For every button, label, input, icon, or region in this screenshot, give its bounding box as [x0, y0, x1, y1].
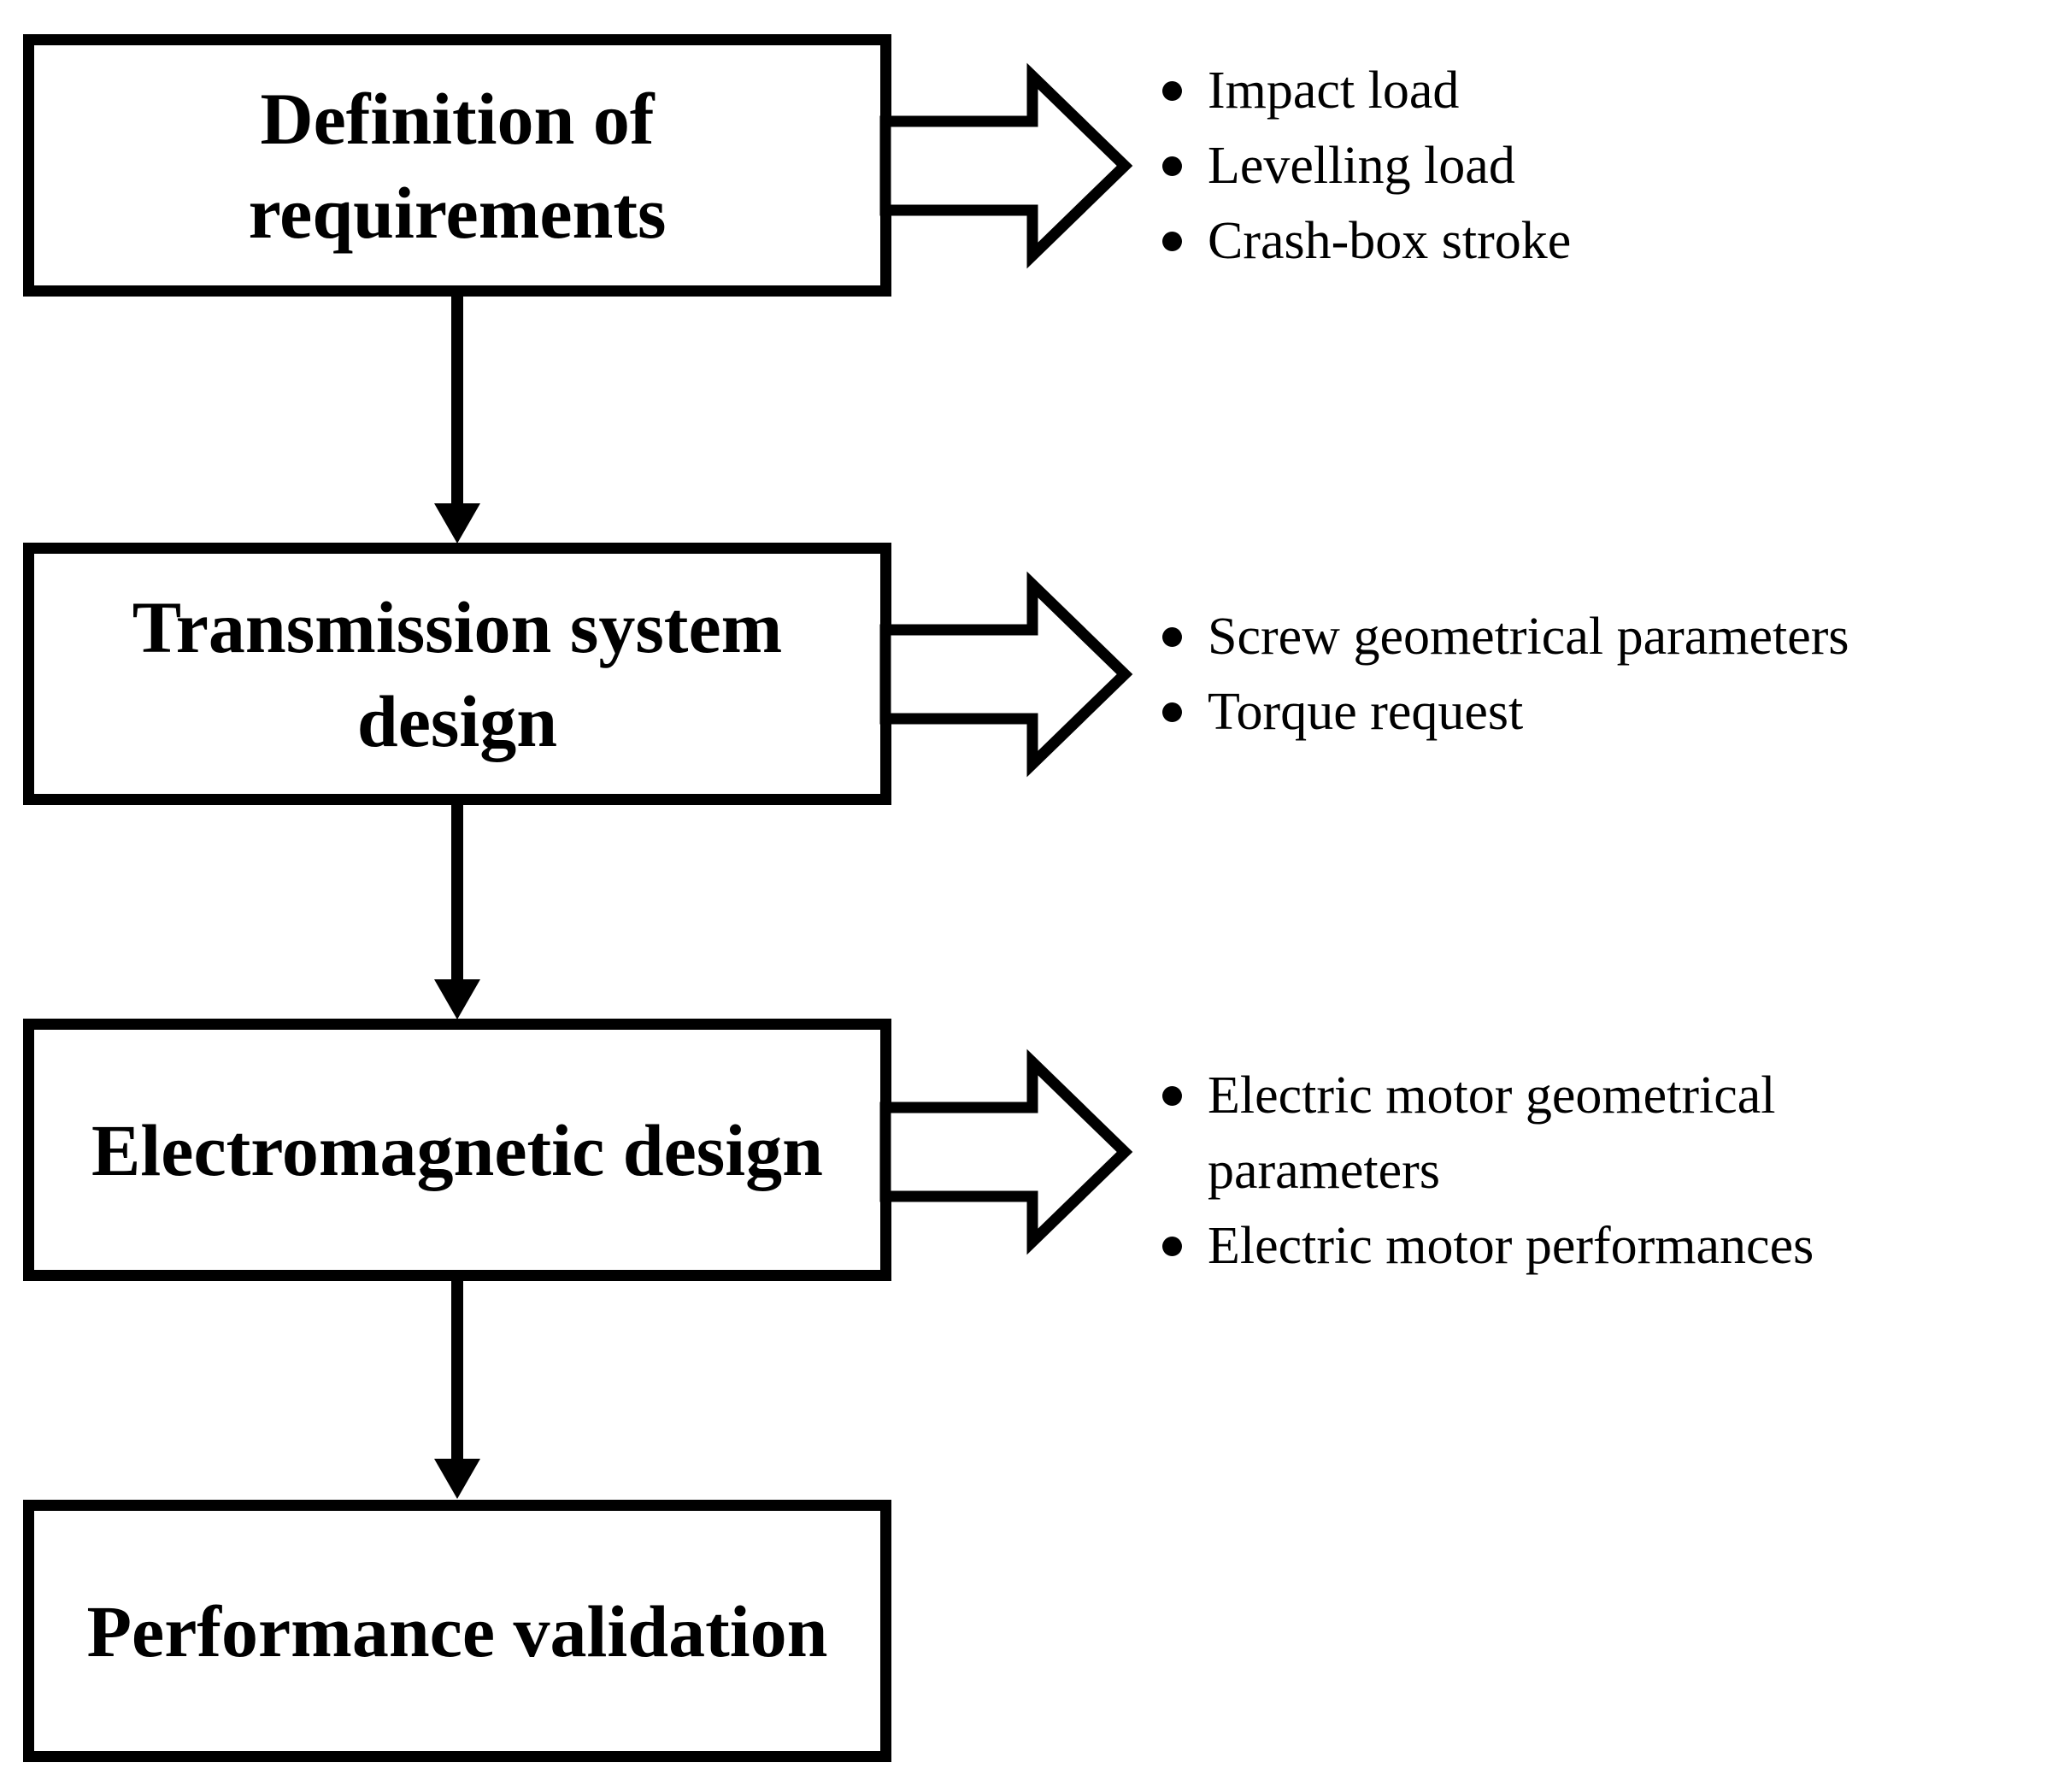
output-list-electromagnetic: Electric motor geometrical parameters El…	[1162, 1058, 1814, 1284]
list-item: Crash-box stroke	[1162, 203, 1571, 279]
right-block-arrow-icon	[879, 62, 1133, 269]
list-item-text: Electric motor geometrical	[1208, 1066, 1776, 1125]
down-arrow-icon	[434, 979, 480, 1019]
flow-connector-line	[451, 800, 463, 981]
bullet-icon	[1162, 702, 1182, 722]
flow-connector-line	[451, 1279, 463, 1460]
output-list-transmission: Screw geometrical parameters Torque requ…	[1162, 599, 1849, 749]
down-arrow-icon	[434, 1459, 480, 1499]
list-item: Impact load	[1162, 53, 1571, 128]
box-performance-validation: Performance validation	[23, 1500, 891, 1762]
box-label-line: Definition of	[260, 77, 655, 160]
list-item-text: Levelling load	[1208, 137, 1515, 195]
list-item-text: Electric motor performances	[1208, 1217, 1814, 1275]
list-item: Electric motor geometrical parameters	[1162, 1058, 1814, 1208]
list-item-text: Torque request	[1208, 683, 1524, 741]
output-list-requirements: Impact load Levelling load Crash-box str…	[1162, 53, 1571, 279]
right-block-arrow-icon	[879, 571, 1133, 778]
bullet-icon	[1162, 81, 1182, 101]
list-item-text: Screw geometrical parameters	[1208, 608, 1849, 666]
bullet-icon	[1162, 1237, 1182, 1256]
list-item: Torque request	[1162, 674, 1849, 749]
bullet-icon	[1162, 156, 1182, 176]
list-item-text: parameters	[1208, 1142, 1440, 1200]
box-electromagnetic-design: Electromagnetic design	[23, 1019, 891, 1281]
box-transmission-system-design: Transmission system design	[23, 543, 891, 805]
list-item: Electric motor performances	[1162, 1208, 1814, 1284]
list-item-text: Crash-box stroke	[1208, 212, 1572, 270]
bullet-icon	[1162, 232, 1182, 251]
box-definition-of-requirements: Definition of requirements	[23, 34, 891, 297]
box-label-line: Transmission system	[132, 585, 783, 668]
down-arrow-icon	[434, 503, 480, 543]
bullet-icon	[1162, 1086, 1182, 1106]
box-label-line: Performance validation	[86, 1589, 828, 1672]
box-label-line: requirements	[248, 171, 667, 254]
list-item-text: Impact load	[1208, 62, 1460, 120]
box-label-line: Electromagnetic design	[91, 1108, 823, 1191]
flow-connector-line	[451, 291, 463, 506]
list-item: Levelling load	[1162, 128, 1571, 203]
box-label-line: design	[356, 679, 558, 762]
right-block-arrow-icon	[879, 1049, 1133, 1255]
list-item: Screw geometrical parameters	[1162, 599, 1849, 674]
bullet-icon	[1162, 627, 1182, 647]
